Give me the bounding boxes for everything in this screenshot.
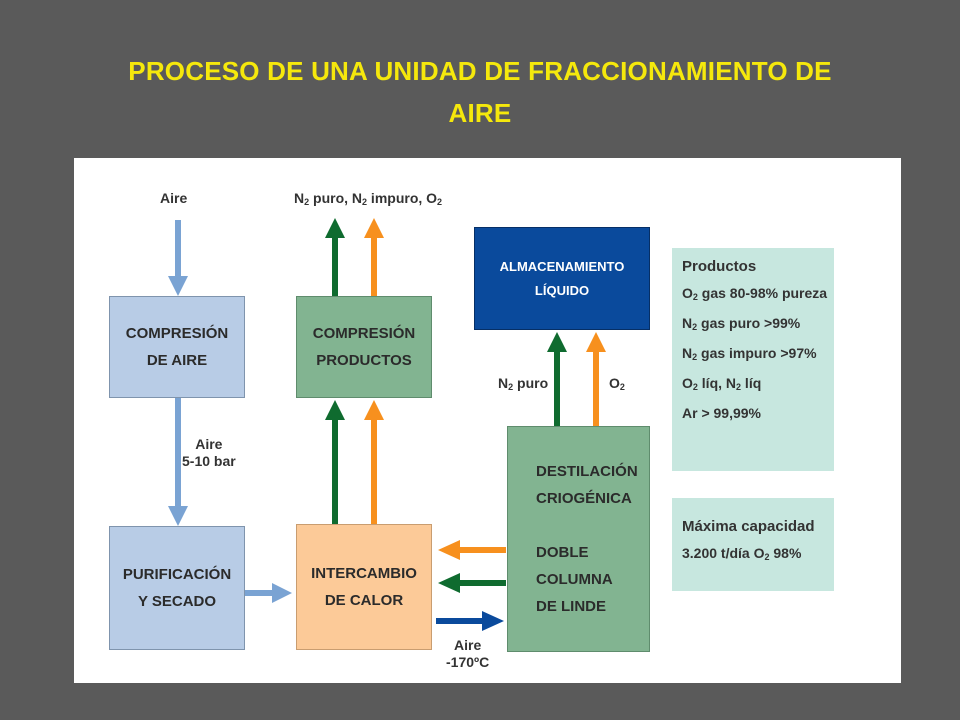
arrow-o2-to-exchanger <box>438 540 506 560</box>
box-purificacion: PURIFICACIÓN Y SECADO <box>109 526 245 650</box>
box-intercambio-line-2: DE CALOR <box>324 592 404 609</box>
arrow-air-in <box>168 220 188 296</box>
panel-productos-item-1: O2 gas 80-98% pureza <box>682 285 828 302</box>
slide-title-line-2: AIRE <box>448 98 512 128</box>
box-destilacion-line-4: DOBLE <box>536 544 589 561</box>
arrow-exchanger-orange-up <box>364 400 384 524</box>
arrow-products-out-green <box>325 218 345 296</box>
panel-capacidad-line: 3.200 t/día O2 98% <box>682 545 802 562</box>
label-cold-air: Aire -170ºC <box>446 637 489 671</box>
arrow-compressed-air <box>168 398 188 526</box>
panel-productos-item-5: Ar > 99,99% <box>682 405 761 421</box>
box-compresion-productos-line-1: COMPRESIÓN <box>312 325 416 342</box>
box-almacenamiento-liquido: ALMACENAMIENTO LÍQUIDO <box>474 227 650 330</box>
box-compresion-productos: COMPRESIÓN PRODUCTOS <box>296 296 432 398</box>
box-destilacion-line-6: DE LINDE <box>536 598 607 615</box>
label-cold-air-line-1: Aire <box>454 637 482 653</box>
box-compresion-aire: COMPRESIÓN DE AIRE <box>109 296 245 398</box>
box-destilacion-line-2: CRIOGÉNICA <box>536 490 632 507</box>
box-purificacion-line-1: PURIFICACIÓN <box>122 566 232 583</box>
arrow-o2-storage <box>586 332 606 426</box>
panel-productos: Productos O2 gas 80-98% pureza N2 gas pu… <box>672 248 834 471</box>
label-products-out: N2 puro, N2 impuro, O2 <box>294 190 443 207</box>
arrow-purified-air <box>245 583 292 603</box>
box-destilacion-line-1: DESTILACIÓN <box>536 463 638 480</box>
box-purificacion-line-2: Y SECADO <box>137 593 217 610</box>
label-air-pressure-line-1: Aire <box>195 436 223 452</box>
label-air-pressure-line-2: 5-10 bar <box>182 453 236 469</box>
box-intercambio-line-1: INTERCAMBIO <box>311 565 417 582</box>
label-o2: O2 <box>609 375 625 392</box>
box-compresion-productos-line-2: PRODUCTOS <box>316 352 412 369</box>
panel-productos-item-4: O2 líq, N2 líq <box>682 375 762 392</box>
label-n2-puro: N2 puro <box>498 375 549 392</box>
box-intercambio-calor: INTERCAMBIO DE CALOR <box>296 524 432 650</box>
arrow-layer <box>168 218 606 631</box>
panel-productos-heading: Productos <box>682 258 757 275</box>
arrow-cold-air <box>436 611 504 631</box>
panel-productos-item-3: N2 gas impuro >97% <box>682 345 817 362</box>
arrow-exchanger-green-up <box>325 400 345 524</box>
panel-capacidad: Máxima capacidad 3.200 t/día O2 98% <box>672 498 834 591</box>
box-destilacion-line-5: COLUMNA <box>536 571 613 588</box>
box-almacenamiento-line-2: LÍQUIDO <box>534 282 590 298</box>
arrow-n2-to-exchanger <box>438 573 506 593</box>
label-cold-air-line-2: -170ºC <box>446 654 490 670</box>
panel-capacidad-heading: Máxima capacidad <box>682 518 815 535</box>
box-almacenamiento-line-1: ALMACENAMIENTO <box>499 258 625 274</box>
arrow-products-out-orange <box>364 218 384 296</box>
slide-title: PROCESO DE UNA UNIDAD DE FRACCIONAMIENTO… <box>40 50 920 134</box>
slide-title-line-1: PROCESO DE UNA UNIDAD DE FRACCIONAMIENTO… <box>128 56 832 86</box>
box-compresion-aire-line-1: COMPRESIÓN <box>125 325 229 342</box>
arrow-n2-storage <box>547 332 567 426</box>
box-destilacion-criogenica: DESTILACIÓN CRIOGÉNICA DOBLE COLUMNA DE … <box>507 426 650 652</box>
box-compresion-aire-line-2: DE AIRE <box>146 352 208 369</box>
process-diagram: Aire Aire 5-10 bar N2 puro, N2 impuro, O… <box>74 158 901 683</box>
panel-productos-item-2: N2 gas puro >99% <box>682 315 801 332</box>
label-air-in: Aire <box>160 190 188 206</box>
label-air-pressure: Aire 5-10 bar <box>182 436 236 470</box>
